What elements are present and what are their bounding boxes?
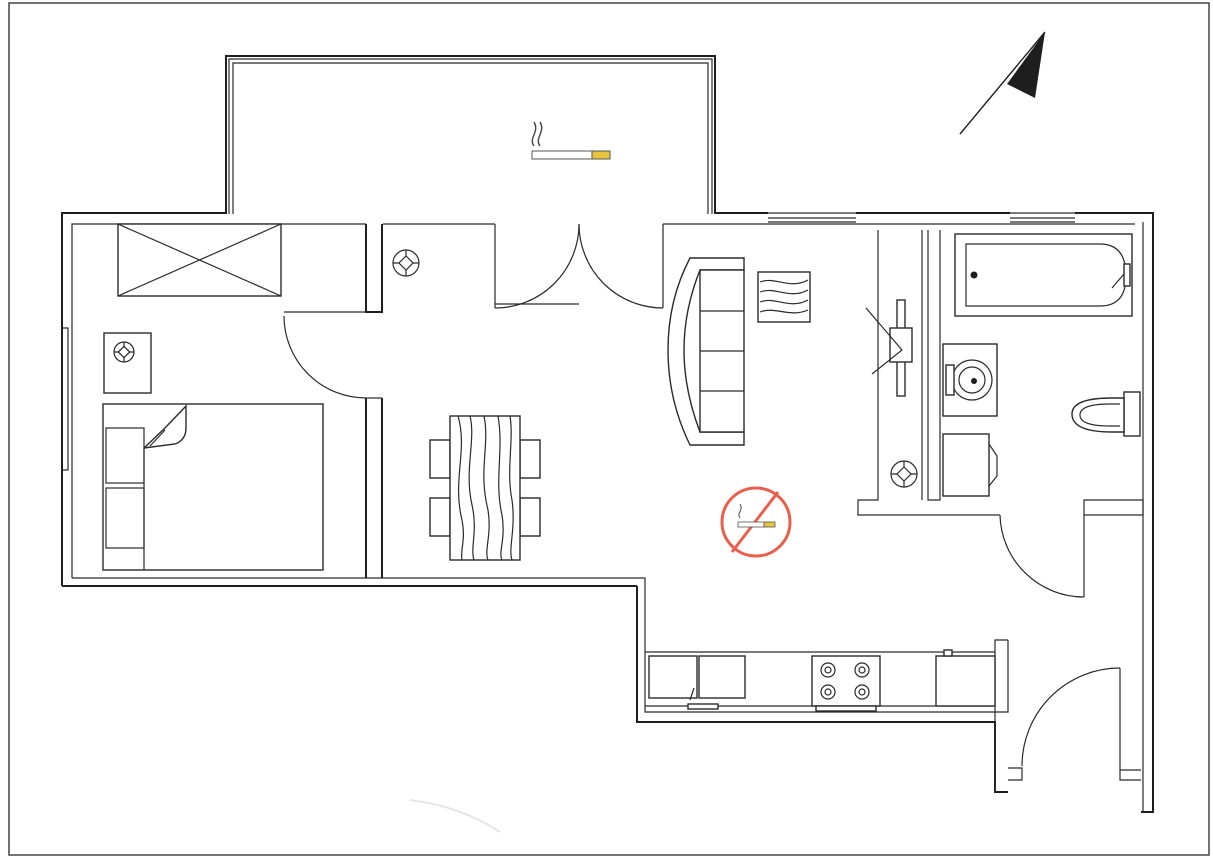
- entrance-door: [1021, 667, 1121, 770]
- fridge: [935, 649, 996, 707]
- north-arrow-icon: [959, 31, 1046, 135]
- page-frame: [8, 2, 1210, 856]
- no-smoking-icon: [720, 486, 792, 558]
- ceiling-light-icon: [392, 249, 420, 277]
- bathroom: [942, 233, 1141, 598]
- side-table: [757, 271, 811, 323]
- sink: [942, 343, 998, 417]
- toilet: [1071, 391, 1141, 437]
- bathroom-door: [999, 514, 1085, 598]
- sofa: [667, 257, 745, 446]
- bathtub: [954, 233, 1133, 317]
- smoking-allowed-icon: [531, 121, 611, 160]
- kitchen: [645, 649, 996, 712]
- bedroom: [102, 223, 367, 571]
- ceiling-light-icon: [113, 341, 135, 363]
- ceiling-light-icon: [890, 460, 918, 488]
- interior-walls: [365, 224, 1144, 792]
- bathroom-cabinet: [942, 433, 998, 497]
- balcony: [225, 55, 716, 214]
- wardrobe: [117, 223, 282, 297]
- stove: [811, 655, 881, 712]
- nightstand: [103, 332, 152, 394]
- balcony-double-door: [494, 223, 664, 309]
- double-bed: [102, 403, 324, 571]
- kitchen-sink: [648, 655, 746, 710]
- bedroom-door: [283, 311, 367, 399]
- tv-unit: [865, 299, 913, 397]
- living-dining: [392, 223, 918, 561]
- dining-table: [429, 415, 541, 561]
